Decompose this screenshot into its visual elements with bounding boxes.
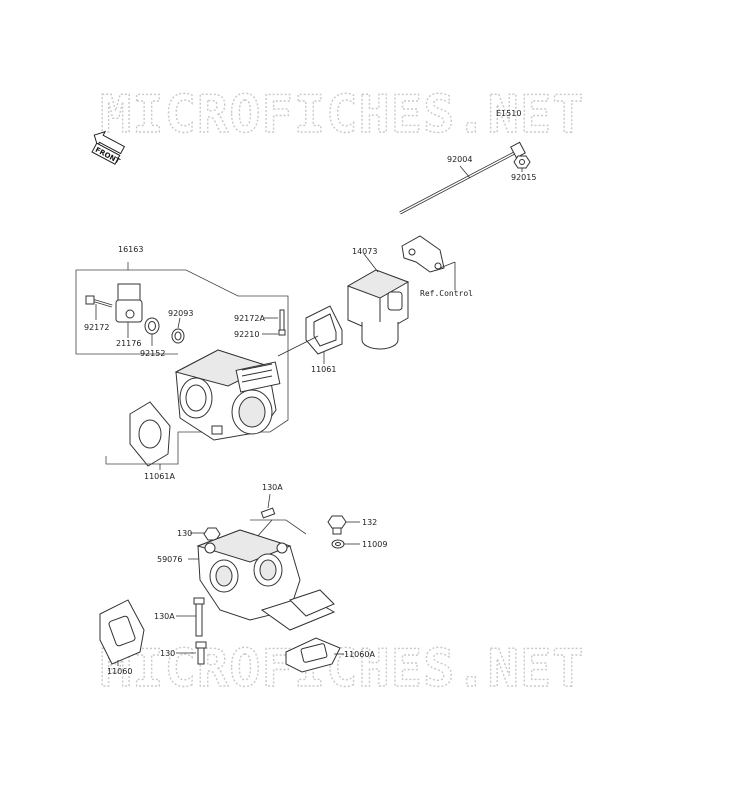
throttle-body (174, 349, 281, 441)
callout-11061: 11061 (311, 365, 336, 374)
washer-11009 (331, 539, 345, 549)
intake-manifold (196, 529, 336, 631)
sensor-21176 (115, 283, 143, 323)
callout-16163: 16163 (118, 245, 143, 254)
callout-11061A: 11061A (144, 472, 175, 481)
callout-92172: 92172 (84, 323, 109, 332)
callout-130-bottom: 130 (160, 649, 175, 658)
callout-11060: 11060 (107, 667, 132, 676)
watermark-bottom: MICROFICHES.NET (100, 639, 585, 699)
callout-92152: 92152 (140, 349, 165, 358)
intake-box-14073 (346, 269, 410, 350)
gasket-11060A (285, 637, 341, 673)
callout-130A-mid: 130A (154, 612, 175, 621)
group-16163-right (128, 269, 289, 444)
bolt-130A-top (260, 493, 276, 519)
callout-59076: 59076 (157, 555, 182, 564)
gasket-11061A (129, 401, 171, 467)
callout-11009: 11009 (362, 540, 387, 549)
bolt-130A-mid (193, 597, 205, 637)
bolt-130-bottom (195, 641, 207, 665)
callout-92015: 92015 (511, 173, 536, 182)
bolt-132 (327, 515, 347, 535)
callout-11060A: 11060A (344, 650, 375, 659)
callout-130A-top: 130A (262, 483, 283, 492)
nut-92015 (513, 155, 531, 169)
diagram-code: E1510 (496, 109, 521, 118)
callout-92172A: 92172A (234, 314, 265, 323)
oring-92152 (144, 317, 160, 335)
gasket-11060 (99, 599, 145, 665)
gasket-11061 (305, 305, 343, 355)
callout-132: 132 (362, 518, 377, 527)
group-16163-left (75, 262, 178, 355)
washer-92210 (278, 329, 286, 336)
rod-92004 (399, 141, 526, 215)
callout-21176: 21176 (116, 339, 141, 348)
screw-92172A (279, 309, 285, 333)
callout-92093: 92093 (168, 309, 193, 318)
ref-control-label: Ref.Control (420, 289, 473, 298)
leader-14073 (363, 253, 379, 273)
leader-92004 (459, 165, 471, 179)
callout-92210: 92210 (234, 330, 259, 339)
callout-14073: 14073 (352, 247, 377, 256)
control-bracket (401, 235, 445, 273)
oring-92093 (171, 328, 185, 344)
screw-92172 (85, 295, 113, 308)
watermark-top: MICROFICHES.NET (100, 85, 585, 145)
leader-ref-control (439, 261, 456, 269)
callout-130-top: 130 (177, 529, 192, 538)
callout-92004: 92004 (447, 155, 472, 164)
